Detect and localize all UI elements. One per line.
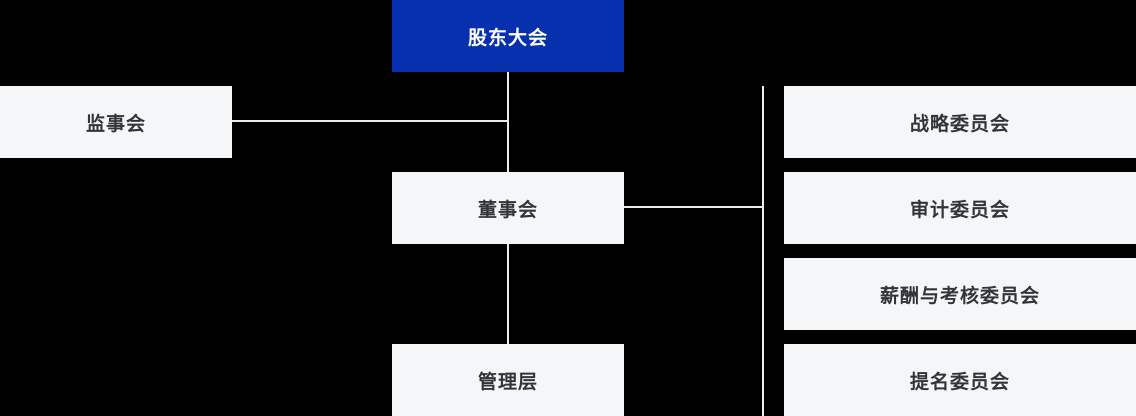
- node-nomination-committee: 提名委员会: [784, 344, 1136, 416]
- connector-shareholders-to-board: [507, 72, 509, 172]
- node-strategy-committee-label: 战略委员会: [909, 113, 1010, 135]
- node-audit-committee: 审计委员会: [784, 172, 1136, 244]
- node-remuneration-assessment-committee-label: 薪酬与考核委员会: [879, 285, 1040, 307]
- connector-board-to-committees: [624, 206, 764, 208]
- node-nomination-committee-label: 提名委员会: [909, 371, 1010, 393]
- node-management-label: 管理层: [477, 371, 538, 393]
- node-board-of-directors: 董事会: [392, 172, 624, 244]
- node-shareholders-meeting-label: 股东大会: [467, 27, 548, 49]
- node-audit-committee-label: 审计委员会: [909, 199, 1010, 221]
- node-supervisory-board-label: 监事会: [85, 113, 146, 135]
- connector-board-to-management: [507, 244, 509, 344]
- node-shareholders-meeting: 股东大会: [392, 0, 624, 72]
- connector-supervisory-to-trunk: [232, 120, 509, 122]
- connector-committees-trunk: [762, 86, 764, 416]
- node-remuneration-assessment-committee: 薪酬与考核委员会: [784, 258, 1136, 330]
- node-strategy-committee: 战略委员会: [784, 86, 1136, 158]
- node-management: 管理层: [392, 344, 624, 416]
- node-supervisory-board: 监事会: [0, 86, 232, 158]
- node-board-of-directors-label: 董事会: [477, 199, 538, 221]
